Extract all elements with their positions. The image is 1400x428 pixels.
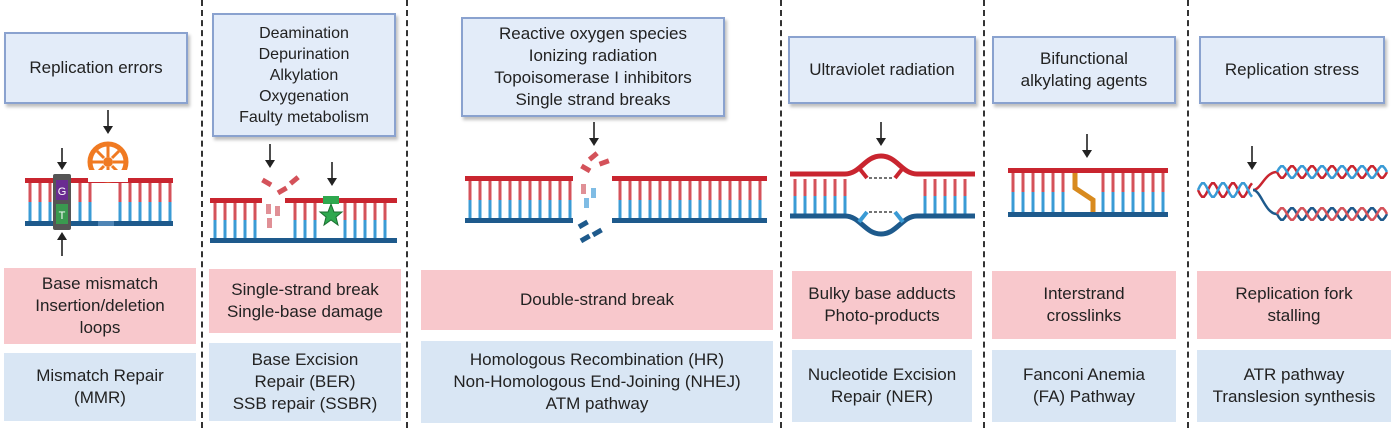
mismatch-base-pair: G T (53, 174, 71, 230)
polymerase-icon (87, 141, 129, 183)
down-arrow-icon (876, 122, 886, 146)
damage-box: Double-strand break (421, 270, 773, 330)
broken-strand-fragments (261, 175, 300, 228)
damage-box: Single-strand break Single-base damage (209, 269, 401, 333)
up-arrow-icon (57, 232, 67, 256)
repair-box: ATR pathway Translesion synthesis (1197, 350, 1391, 422)
repair-box: Fanconi Anemia (FA) Pathway (992, 350, 1176, 422)
double-strand-break-illustration (465, 122, 767, 244)
column-divider (983, 0, 985, 428)
down-arrow-icon (57, 148, 67, 170)
repair-box: Homologous Recombination (HR) Non-Homolo… (421, 341, 773, 423)
base-label-g: G (58, 186, 67, 198)
cause-box: Deamination Depurination Alkylation Oxyg… (212, 13, 396, 137)
cause-box: Ultraviolet radiation (788, 36, 976, 104)
damage-box: Replication fork stalling (1197, 271, 1391, 339)
down-arrow-icon (327, 162, 337, 186)
down-arrow-icon (1247, 146, 1257, 170)
star-icon (318, 202, 344, 227)
uv-lesion-illustration (790, 122, 975, 237)
column-divider (406, 0, 408, 428)
repair-box: Nucleotide Excision Repair (NER) (792, 350, 972, 422)
cause-box: Bifunctional alkylating agents (992, 36, 1176, 104)
repair-box: Base Excision Repair (BER) SSB repair (S… (209, 343, 401, 421)
column-divider (1187, 0, 1189, 428)
down-arrow-icon (103, 110, 113, 134)
column-divider (780, 0, 782, 428)
cause-box: Replication stress (1199, 36, 1385, 104)
mismatch-illustration: G T (25, 110, 173, 256)
down-arrow-icon (265, 144, 275, 168)
single-strand-break-illustration (210, 144, 397, 243)
down-arrow-icon (589, 122, 599, 146)
crosslink-illustration (1008, 134, 1168, 217)
cause-box: Replication errors (4, 32, 188, 104)
damage-box: Interstrand crosslinks (992, 271, 1176, 339)
down-arrow-icon (1082, 134, 1092, 158)
stalled-fork-illustration (1196, 146, 1389, 221)
repair-box: Mismatch Repair (MMR) (4, 353, 196, 421)
dna-duplex (25, 178, 173, 226)
base-label-t: T (59, 210, 66, 222)
crosslink-bond (1072, 173, 1096, 212)
damage-box: Bulky base adducts Photo-products (792, 271, 972, 339)
damage-box: Base mismatch Insertion/deletion loops (4, 268, 196, 344)
broken-strand-fragments (577, 151, 610, 244)
cause-box: Reactive oxygen species Ionizing radiati… (461, 17, 725, 117)
column-divider (201, 0, 203, 428)
